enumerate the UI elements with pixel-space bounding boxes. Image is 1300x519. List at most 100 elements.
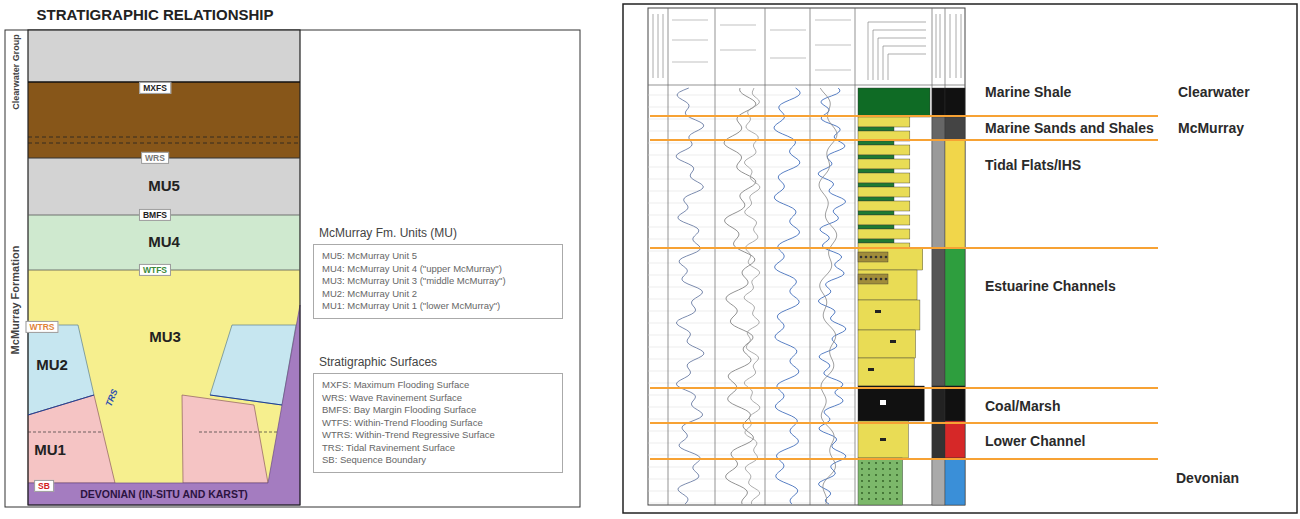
gamma-curve [676, 88, 704, 504]
lithology-bed [858, 248, 923, 270]
unit-label: MU5 [148, 177, 180, 194]
lithology-bed [858, 155, 894, 159]
legend-frame: MU5: McMurray Unit 5MU4: McMurray Unit 4… [313, 244, 563, 319]
carbonate-dot [882, 474, 884, 476]
legend-heading: Stratigraphic Surfaces [319, 355, 437, 370]
depth-gridline [648, 455, 855, 456]
zone-label: Devonian [1176, 470, 1239, 487]
carbonate-dot [861, 486, 863, 488]
carbonate-dot [889, 492, 891, 494]
legend-entry: MU1: McMurray Unit 1 ("lower McMurray") [322, 300, 500, 313]
lithology-bed [858, 201, 910, 211]
header-mark [936, 14, 937, 78]
lithology-bed [858, 141, 894, 145]
label-anchor: WRS [141, 152, 169, 164]
track-divider [765, 8, 766, 505]
depth-gridline [648, 419, 855, 420]
formation-label: McMurray Formation [9, 246, 22, 355]
gravel-dot [875, 256, 878, 259]
carbonate-dot [896, 486, 898, 488]
lithology-bed [858, 197, 894, 201]
carbonate-dot [882, 492, 884, 494]
carbonate-dot [861, 468, 863, 470]
depth-gridline [648, 191, 855, 192]
facies-strip [945, 248, 965, 386]
label-anchor: WTFS [139, 264, 171, 276]
depth-gridline [648, 431, 855, 432]
lithology-bed [858, 458, 903, 505]
zone-boundary [650, 115, 1158, 117]
carbonate-dot [868, 498, 870, 500]
group-label: Clearwater Group [11, 34, 22, 110]
header-mark [940, 14, 941, 78]
clearwater-band [28, 30, 300, 82]
lithology-bed [858, 239, 894, 243]
grain-scale [888, 54, 926, 55]
header-mark [720, 50, 756, 51]
carbonate-dot [875, 486, 877, 488]
track-divider [855, 8, 856, 505]
dashed-surface [199, 432, 277, 433]
zone-label: Estuarine Channels [985, 278, 1116, 295]
resistivity-curve [744, 88, 760, 504]
unit-shape [28, 395, 300, 483]
carbonate-dot [889, 468, 891, 470]
carbonate-dot [875, 492, 877, 494]
carbonate-dot [868, 492, 870, 494]
header-mark [815, 45, 851, 46]
lithology-bed [858, 270, 917, 300]
dashed-surface [28, 432, 103, 433]
depth-gridline [648, 107, 855, 108]
neutron-curve [818, 88, 846, 504]
unit-fill [210, 325, 296, 405]
lithology-bed [858, 183, 894, 187]
facies-strip [932, 458, 945, 505]
gravel-dot [870, 256, 873, 259]
facies-strip [932, 88, 945, 117]
legend-entry: WTRS: Within-Trend Regressive Surface [322, 429, 495, 442]
carbonate-dot [868, 486, 870, 488]
header-mark [658, 14, 659, 78]
carbonate-dot [868, 468, 870, 470]
depth-gridline [648, 155, 855, 156]
carbonate-dot [889, 474, 891, 476]
header-mark [672, 20, 708, 21]
zone-label: Tidal Flats/IHS [985, 157, 1081, 174]
legend-entry: MU2: McMurray Unit 2 [322, 288, 417, 301]
label-anchor: Marine Shale [985, 84, 1071, 101]
depth-gridline [648, 119, 855, 120]
depth-gridline [648, 299, 855, 300]
facies-strip [945, 88, 965, 117]
unit-band: MU4 [28, 215, 300, 270]
carbonate-dot [868, 474, 870, 476]
carbonate-dot [896, 462, 898, 464]
carbonate-dot [861, 480, 863, 482]
track-divider [810, 8, 811, 505]
header-mark [663, 14, 664, 78]
surface-tag: BMFS [139, 209, 171, 221]
panel-border [623, 4, 1297, 513]
label-anchor: McMurray Formation [9, 246, 22, 355]
gravel-dot [880, 278, 883, 281]
depth-gridline [648, 143, 855, 144]
lithology-bed [858, 358, 914, 386]
surface-tag: TRS [104, 388, 121, 409]
gravel-dot [880, 256, 883, 259]
carbonate-dot [861, 492, 863, 494]
unit-label: MU2 [36, 356, 68, 373]
depth-gridline [648, 443, 855, 444]
zone-boundary [650, 247, 1158, 249]
density-curve [774, 88, 800, 504]
unit-label: DEVONIAN (IN-SITU AND KARST) [80, 488, 248, 500]
facies-strip [945, 458, 965, 505]
trs-line [28, 395, 94, 415]
surface-tag: SB [34, 480, 54, 492]
zone-label: Lower Channel [985, 433, 1085, 450]
gravel-dot [860, 256, 863, 259]
lithology-bed [858, 88, 930, 117]
sonic-curve [819, 88, 837, 504]
gravel-dot [870, 278, 873, 281]
carbonate-dot [882, 468, 884, 470]
trs-line [210, 395, 282, 405]
